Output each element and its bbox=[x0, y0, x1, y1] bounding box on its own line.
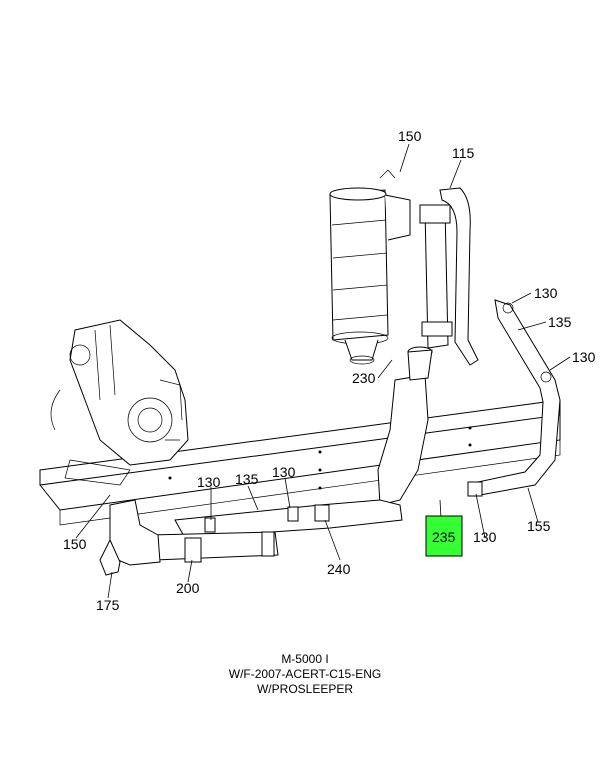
exhaust-elbow bbox=[377, 346, 433, 506]
callout-230: 230 bbox=[352, 370, 376, 386]
callout-175: 175 bbox=[96, 597, 120, 613]
caption-engine: W/F-2007-ACERT-C15-ENG bbox=[228, 667, 382, 681]
caption-model: M-5000 I bbox=[281, 652, 329, 666]
diagram-caption: M-5000 I W/F-2007-ACERT-C15-ENG W/PROSLE… bbox=[0, 652, 610, 697]
lower-pipes bbox=[99, 499, 403, 576]
callout-130-lower-right: 130 bbox=[473, 529, 497, 545]
callout-240: 240 bbox=[327, 561, 351, 577]
callout-155: 155 bbox=[527, 518, 551, 534]
callout-130-right-top: 130 bbox=[534, 285, 558, 301]
callout-labels: 150 115 130 135 130 230 130 135 130 150 … bbox=[63, 128, 596, 613]
tailpipe bbox=[467, 299, 561, 497]
callout-130-lower-mid: 130 bbox=[272, 464, 296, 480]
callout-135-lower: 135 bbox=[235, 471, 259, 487]
highlight-box bbox=[425, 515, 463, 557]
callout-200: 200 bbox=[176, 580, 200, 596]
caption-sleeper: W/PROSLEEPER bbox=[256, 682, 354, 696]
callout-150-left: 150 bbox=[63, 536, 87, 552]
callout-130-lower-left: 130 bbox=[197, 474, 221, 490]
engine bbox=[50, 319, 189, 486]
vertical-stack bbox=[419, 187, 479, 366]
frame-rail bbox=[39, 399, 561, 526]
muffler-canister bbox=[329, 169, 411, 365]
callout-130-right-mid: 130 bbox=[572, 349, 596, 365]
leader-lines bbox=[75, 143, 571, 599]
callout-135-right: 135 bbox=[548, 314, 572, 330]
callout-115: 115 bbox=[452, 145, 475, 161]
callout-150-top: 150 bbox=[398, 128, 422, 144]
callout-235: 235 bbox=[432, 529, 456, 545]
